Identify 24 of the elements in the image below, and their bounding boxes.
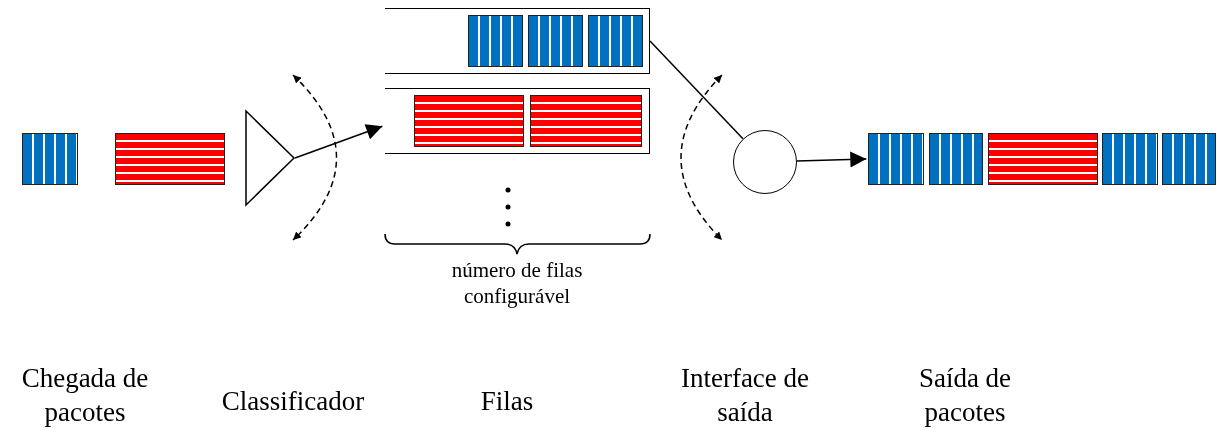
arrow — [294, 124, 384, 159]
packet — [988, 133, 1098, 185]
arrow — [796, 151, 868, 168]
stage-label: Chegada de pacotes — [20, 362, 150, 429]
packet — [530, 95, 642, 147]
stage-label: Interface de saída — [679, 362, 811, 429]
packet — [115, 133, 225, 185]
packet — [929, 133, 983, 185]
queue-buffer — [385, 8, 650, 74]
packet — [414, 95, 524, 147]
queue-buffer — [385, 88, 650, 154]
stage-label: Filas — [479, 385, 535, 418]
packet — [588, 15, 643, 67]
packet — [868, 133, 924, 185]
stage-label: Classificador — [220, 385, 366, 418]
packet — [468, 15, 523, 67]
connector-line — [649, 40, 744, 140]
brace-caption: número de filas configurável — [450, 257, 584, 310]
classifier-triangle — [245, 110, 295, 206]
packet — [1162, 133, 1216, 185]
packet — [528, 15, 583, 67]
packet — [22, 133, 78, 185]
stage-label: Saída de pacotes — [917, 362, 1013, 429]
packet — [1102, 133, 1158, 185]
